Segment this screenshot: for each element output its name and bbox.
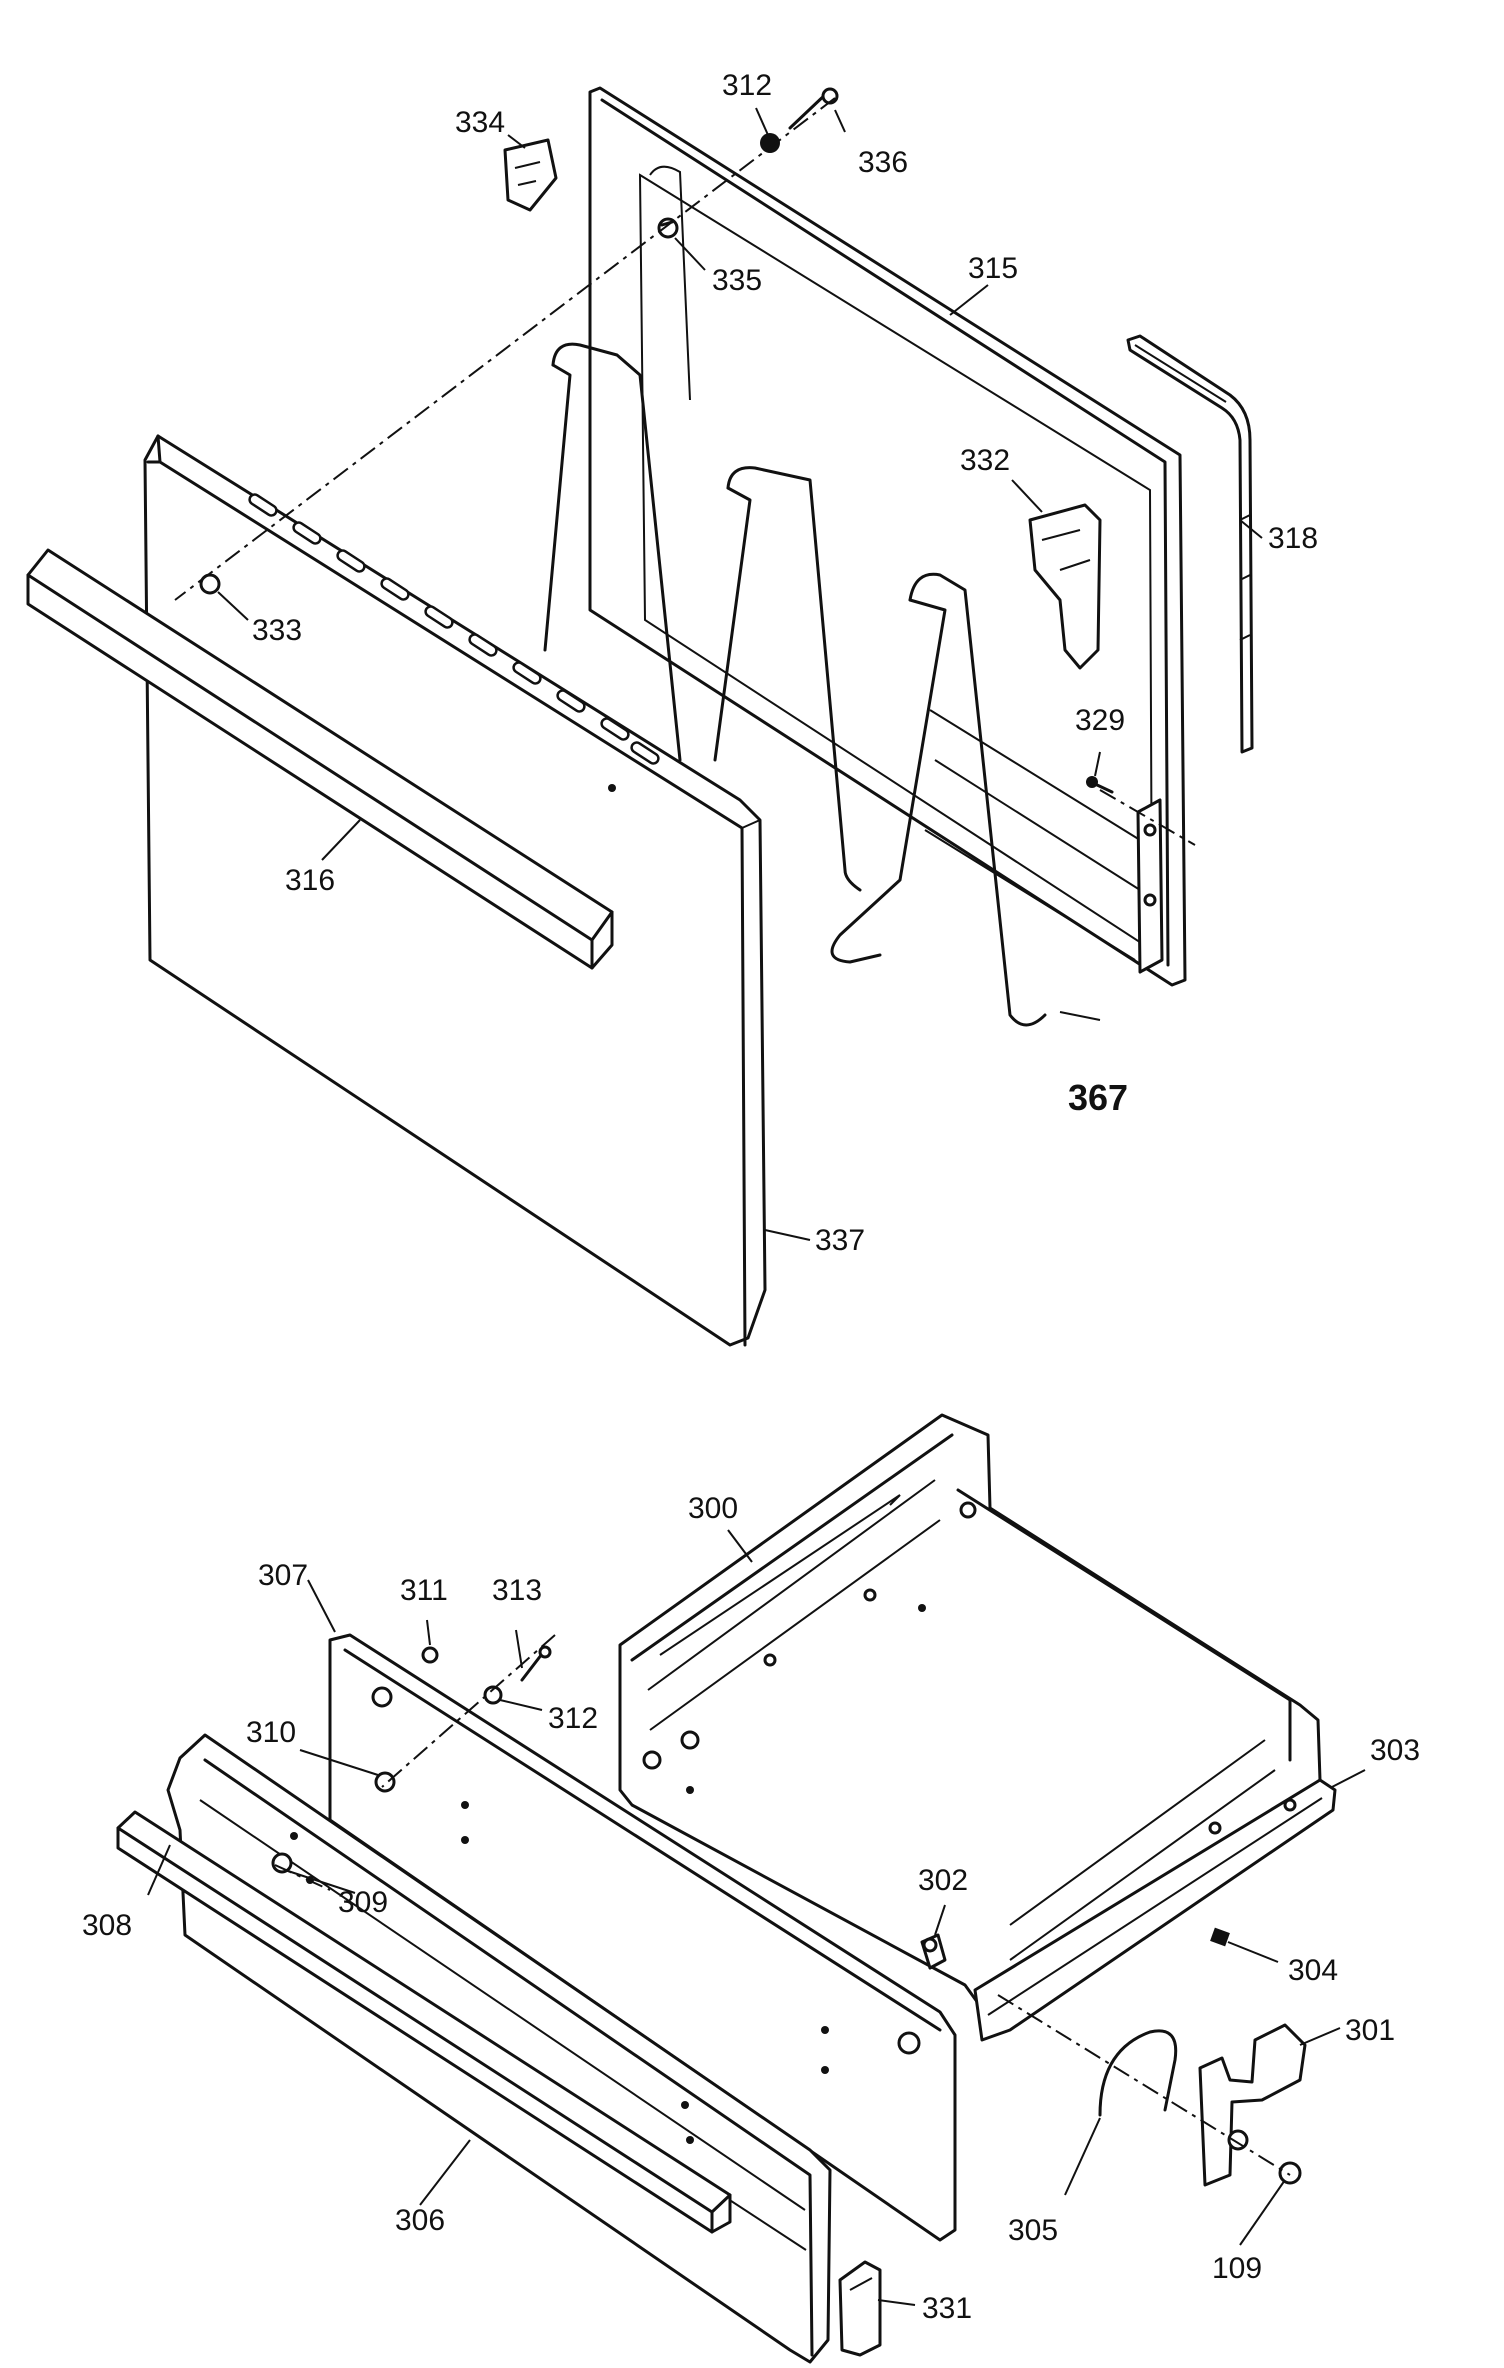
drawer-inner-panel-307 [328, 1633, 957, 2242]
alignment-line-rail [997, 1994, 1291, 2176]
callout-334: 334 [455, 106, 505, 139]
nut-109 [1278, 2161, 1302, 2185]
drawer-handle-308 [116, 1810, 732, 2234]
callout-310: 310 [246, 1716, 296, 1749]
washer-312-bottom [483, 1685, 503, 1705]
drawer-body-300 [618, 1413, 1322, 2014]
callout-313: 313 [492, 1574, 542, 1607]
alignment-line-upper [174, 97, 836, 601]
alignment-line-309 [274, 1864, 331, 1891]
door-wire-frame-367 [543, 342, 1047, 1027]
hinge-bracket [1136, 798, 1164, 974]
callout-336: 336 [858, 146, 908, 179]
callout-308: 308 [82, 1909, 132, 1942]
door-liner-315 [588, 86, 1187, 987]
bracket-301 [1198, 2023, 1307, 2187]
screw-313 [520, 1645, 552, 1682]
callout-333: 333 [252, 614, 302, 647]
alignment-line-lower [381, 1634, 556, 1788]
callout-335: 335 [712, 264, 762, 297]
callout-300: 300 [688, 1492, 738, 1525]
callout-329: 329 [1075, 704, 1125, 737]
bracket-331 [838, 2260, 882, 2357]
washer-312-top [760, 133, 780, 153]
handle-clip-334 [503, 138, 558, 212]
callout-332: 332 [960, 444, 1010, 477]
insulation-block-332 [1028, 503, 1102, 670]
callout-337: 337 [815, 1224, 865, 1257]
outer-door-panel-337 [143, 434, 767, 1347]
drawer-rail-303 [973, 1778, 1337, 2042]
callout-367: 367 [1068, 1077, 1128, 1118]
callout-304: 304 [1288, 1954, 1338, 1987]
callout-312-top: 312 [722, 69, 772, 102]
spacer-310 [374, 1771, 396, 1793]
callout-303: 303 [1370, 1734, 1420, 1767]
callout-309: 309 [338, 1886, 388, 1919]
callout-301: 301 [1345, 2014, 1395, 2047]
callout-302: 302 [918, 1864, 968, 1897]
door-handle-316 [26, 548, 614, 970]
door-gasket-318 [1126, 334, 1254, 754]
callout-316: 316 [285, 864, 335, 897]
screw-336 [788, 87, 839, 130]
washer-311 [421, 1646, 439, 1664]
callout-307: 307 [258, 1559, 308, 1592]
callout-305: 305 [1008, 2214, 1058, 2247]
callout-109: 109 [1212, 2252, 1262, 2285]
callout-306: 306 [395, 2204, 445, 2237]
screw-329 [1086, 776, 1114, 794]
end-cap-333 [199, 573, 221, 595]
callout-311: 311 [400, 1574, 448, 1607]
spring-clip-305 [1098, 2029, 1178, 2117]
callout-318: 318 [1268, 522, 1318, 555]
callout-331: 331 [922, 2292, 972, 2325]
spacer-335 [657, 217, 679, 239]
stud-302 [920, 1933, 947, 1970]
callout-312-bottom: 312 [548, 1702, 598, 1735]
stop-block-304 [1210, 1927, 1230, 1947]
end-cap-309 [271, 1852, 293, 1874]
leader-lines [147, 107, 1366, 2306]
vent-slots [248, 493, 660, 765]
callout-315: 315 [968, 252, 1018, 285]
